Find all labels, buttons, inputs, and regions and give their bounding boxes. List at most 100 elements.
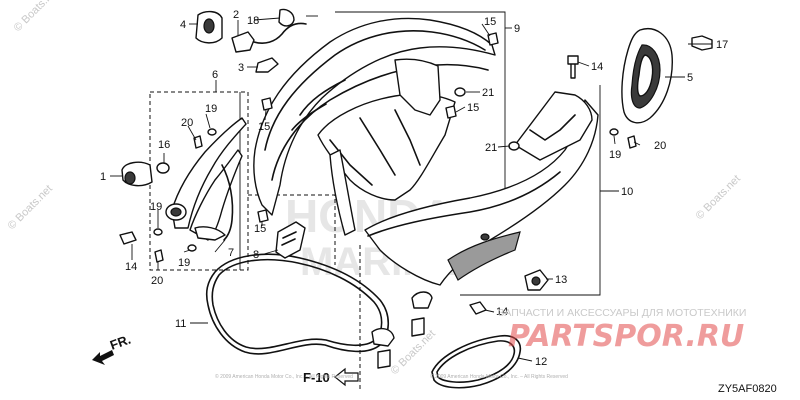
callout-20: 20 <box>151 275 163 287</box>
clip-part-15 <box>487 32 499 46</box>
callout-8: 8 <box>253 249 259 261</box>
washer-part-19 <box>207 128 217 136</box>
switch-wire <box>253 22 307 44</box>
screw-part-17 <box>691 35 713 51</box>
front-direction-indicator: FR. <box>92 332 133 365</box>
cover-crease <box>367 171 561 237</box>
direction-label: FR. <box>108 332 133 353</box>
bracket-slots <box>281 231 297 246</box>
lower-cover-side <box>364 91 599 286</box>
fitting-bottom <box>411 291 433 309</box>
grommet-hole <box>203 18 215 34</box>
lever-spring-7 <box>221 164 234 241</box>
latch-knob <box>124 171 136 185</box>
lever-foot <box>194 226 226 241</box>
fitting-bottom <box>371 327 395 347</box>
leader <box>517 357 533 362</box>
callout-5: 5 <box>687 72 693 84</box>
fitting-bottom <box>377 349 391 369</box>
copyright-fine-print: © 2009 American Honda Motor Co., Inc. – … <box>215 373 353 380</box>
leader <box>497 145 511 148</box>
stay-part-3 <box>255 57 279 73</box>
callout-4: 4 <box>180 19 186 31</box>
seal-gasket-small <box>431 334 522 389</box>
leader <box>263 249 279 255</box>
fitting-bottom <box>411 317 425 337</box>
reference-arrow-icon <box>334 367 359 387</box>
cover-shell <box>253 17 496 216</box>
collar-part-16 <box>156 162 170 174</box>
callout-18: 18 <box>247 15 259 27</box>
leader-lines <box>110 15 712 362</box>
cover-skin <box>364 99 599 286</box>
bolt-part-14 <box>119 231 137 245</box>
screw-part-20 <box>154 249 164 263</box>
clip-part-15 <box>261 97 273 111</box>
section-reference[interactable]: F-10 <box>303 367 359 387</box>
switch-part-2 <box>231 31 255 53</box>
connector-hole <box>531 276 541 286</box>
leader <box>484 309 495 313</box>
callout-20: 20 <box>181 117 193 129</box>
screw-part-20 <box>627 135 637 149</box>
lever-body <box>189 149 243 241</box>
cover-latch-boss <box>394 58 441 116</box>
callout-15: 15 <box>484 16 496 28</box>
washer-part-19 <box>609 128 619 136</box>
clip-part-15 <box>445 105 457 119</box>
callout-2: 2 <box>233 9 239 21</box>
callout-15: 15 <box>254 223 266 235</box>
screw-part-20 <box>193 135 203 149</box>
callout-3: 3 <box>238 62 244 74</box>
callout-13: 13 <box>555 274 567 286</box>
callout-15: 15 <box>467 102 479 114</box>
bracket-body <box>275 221 306 259</box>
callout-labels: 1 2 3 4 5 6 7 8 9 10 11 12 13 14 14 14 1… <box>100 9 728 368</box>
lever-assembly <box>165 117 247 241</box>
cover-grommet <box>480 233 490 241</box>
lever-eye-hole <box>170 207 182 217</box>
diagram-code: ZY5AF0820 <box>718 383 777 395</box>
callout-6: 6 <box>212 69 218 81</box>
plate-boss <box>636 54 654 97</box>
group-frame-10 <box>460 85 601 296</box>
bracket <box>275 221 306 259</box>
callout-12: 12 <box>535 356 547 368</box>
callout-19: 19 <box>150 201 162 213</box>
callout-10: 10 <box>621 186 633 198</box>
callout-7: 7 <box>228 247 234 259</box>
cover-plate <box>621 28 673 124</box>
leader <box>455 106 466 113</box>
clip-part-18 <box>278 8 295 27</box>
callout-17: 17 <box>716 39 728 51</box>
cover-rear-flange <box>514 91 593 161</box>
copyright-fine-print: © 2009 American Honda Motor Co., Inc. – … <box>430 373 568 380</box>
leader <box>633 141 641 146</box>
callout-11: 11 <box>175 318 186 330</box>
leader <box>187 125 197 141</box>
cap-part-21 <box>454 87 466 97</box>
callout-9: 9 <box>514 23 520 35</box>
reference-label[interactable]: F-10 <box>303 370 330 385</box>
leader <box>253 17 281 21</box>
washer-part-19 <box>153 228 163 236</box>
callout-14: 14 <box>125 261 137 273</box>
cover-inner-flange <box>329 149 356 236</box>
leader <box>577 61 590 67</box>
callout-15: 15 <box>258 121 270 133</box>
seal-gasket-small-inner <box>436 340 516 383</box>
bolt-part-14 <box>469 301 487 315</box>
shop-logo: PARTSPOR.RU <box>508 319 744 354</box>
leader <box>214 239 226 253</box>
callout-21: 21 <box>485 142 497 154</box>
leader <box>613 135 616 145</box>
cover-vents <box>291 79 346 131</box>
upper-cover-rear <box>253 17 496 236</box>
group-frame-9 <box>335 11 506 195</box>
callout-19: 19 <box>205 103 217 115</box>
callout-1: 1 <box>100 171 106 183</box>
seal-gasket-large-inner <box>211 258 383 350</box>
cover-inner-wall <box>317 93 456 201</box>
cap-part-21 <box>508 141 520 151</box>
washer-part-19 <box>187 244 197 252</box>
